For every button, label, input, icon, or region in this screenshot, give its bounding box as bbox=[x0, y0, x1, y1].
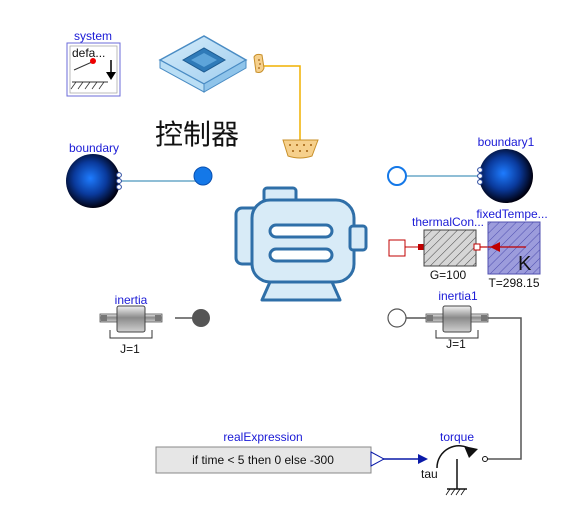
fixed-temperature-name: fixedTempe... bbox=[476, 207, 547, 221]
motor-fluid-port-a[interactable] bbox=[193, 166, 213, 186]
controller-label: 控制器 bbox=[155, 118, 239, 151]
signal-arrowhead bbox=[418, 454, 428, 464]
system-block[interactable]: system defa... bbox=[66, 29, 121, 97]
controller-input-port[interactable] bbox=[282, 139, 319, 159]
real-expression-block[interactable]: realExpression if time < 5 then 0 else -… bbox=[155, 430, 386, 474]
system-name: system bbox=[74, 29, 112, 43]
inertia1-param: J=1 bbox=[446, 337, 466, 351]
torque-to-inertia1-line[interactable] bbox=[485, 317, 522, 460]
inertia-param: J=1 bbox=[120, 342, 140, 356]
inertia-block[interactable]: inertia J=1 bbox=[99, 293, 163, 356]
real-expression-text: if time < 5 then 0 else -300 bbox=[192, 453, 334, 467]
system-param: defa... bbox=[72, 46, 105, 60]
motor-fluid-port-b[interactable] bbox=[387, 166, 407, 186]
boundary-source[interactable]: boundary bbox=[66, 141, 122, 208]
inertia-name: inertia bbox=[115, 293, 148, 307]
inertia1-flange-port[interactable] bbox=[387, 308, 407, 328]
inertia1-name: inertia1 bbox=[438, 289, 478, 303]
torque-input-label: tau bbox=[421, 467, 438, 481]
thermal-conductor-name: thermalCon... bbox=[412, 215, 484, 229]
thermal-conductor[interactable]: thermalCon... G=100 bbox=[388, 215, 484, 282]
motor-icon[interactable] bbox=[234, 186, 368, 302]
fixed-temperature-param: T=298.15 bbox=[488, 276, 539, 290]
thermal-conductor-param: G=100 bbox=[430, 268, 467, 282]
boundary1-source[interactable]: boundary1 bbox=[477, 135, 535, 203]
controller-output-port[interactable] bbox=[253, 53, 265, 73]
real-expression-name: realExpression bbox=[223, 430, 302, 444]
boundary1-name: boundary1 bbox=[478, 135, 535, 149]
boundary-name: boundary bbox=[69, 141, 119, 155]
inertia1-block[interactable]: inertia1 J=1 bbox=[425, 289, 489, 351]
controller-signal-wire[interactable] bbox=[262, 65, 301, 140]
torque-block[interactable]: torque tau bbox=[421, 430, 488, 496]
motor-flange-port[interactable] bbox=[192, 309, 210, 327]
torque-name: torque bbox=[440, 430, 474, 444]
fixed-temperature-unit: K bbox=[518, 253, 532, 275]
controller-chip-icon[interactable] bbox=[158, 35, 248, 93]
fixed-temperature[interactable]: fixedTempe... K T=298.15 bbox=[476, 207, 547, 290]
